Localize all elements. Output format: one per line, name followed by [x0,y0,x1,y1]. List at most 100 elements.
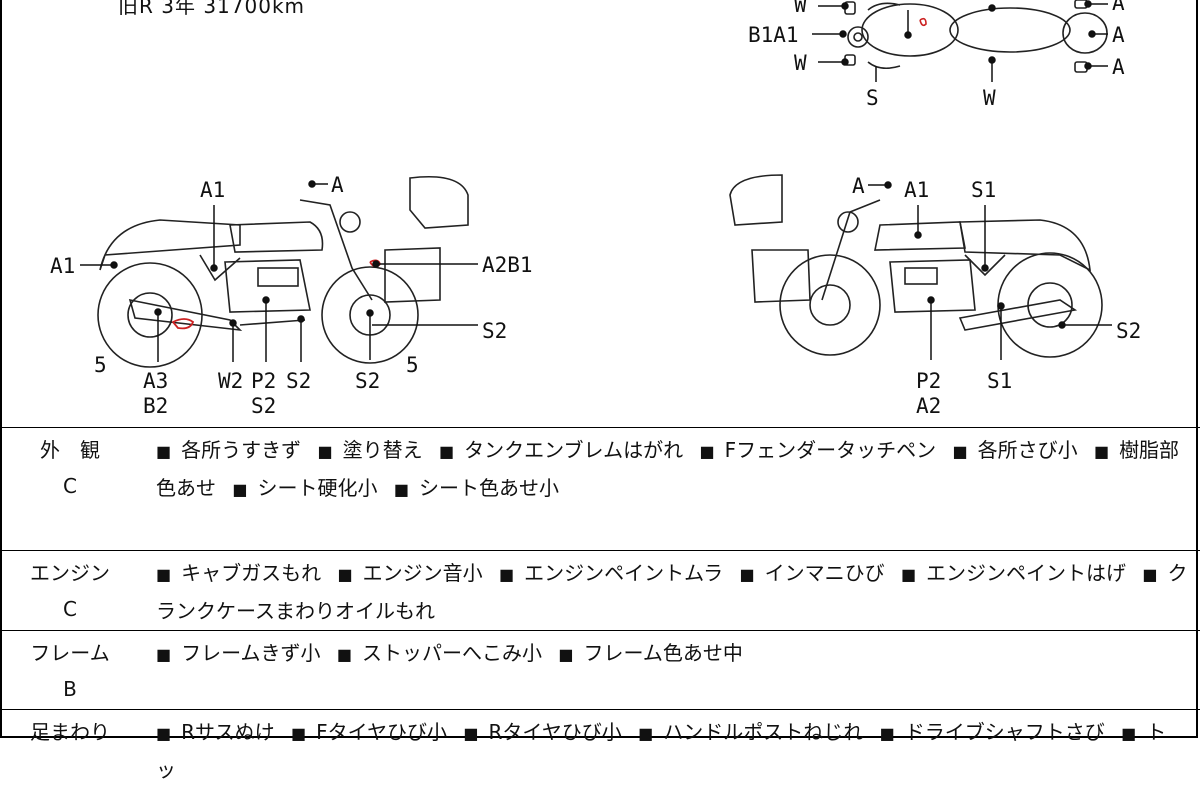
motorcycle-diagram: W B1A1 W S W A A A A1 [0,0,1200,427]
label-right-a-mirror: A [852,174,865,198]
category-label: フレーム [30,641,109,665]
bullet-icon: ■ [638,724,653,743]
condition-item: タンクエンブレムはがれ [464,438,683,462]
bullet-icon: ■ [952,442,967,461]
bullet-icon: ■ [1094,442,1109,461]
label-left-b2: B2 [143,394,168,418]
condition-item: フレームきず小 [181,641,320,665]
category-label: 足まわり [30,720,110,744]
label-right-p2: P2 [916,369,941,393]
bullet-icon: ■ [739,565,754,584]
bullet-icon: ■ [232,480,247,499]
label-right-a2: A2 [916,394,941,418]
bullet-icon: ■ [1121,724,1136,743]
bullet-icon: ■ [337,645,352,664]
bullet-icon: ■ [156,645,171,664]
category-cell: エンジン C [0,551,140,631]
category-label: エンジン [30,561,110,585]
condition-items: ■ キャブガスもれ ■ エンジン音小 ■ エンジンペイントムラ ■ インマニひび ■ エン… [140,551,1200,631]
bullet-icon: ■ [558,645,573,664]
label-right-s1-top: S1 [971,178,996,202]
condition-item: Rサスぬけ [181,720,275,744]
bullet-icon: ■ [394,480,409,499]
condition-item: シート色あせ小 [419,476,559,500]
condition-items: ■ Rサスぬけ ■ Fタイヤひび小 ■ Rタイヤひび小 ■ ハンドルポストねじれ ■ ドラ… [140,710,1200,789]
condition-row-engine: エンジン C ■ キャブガスもれ ■ エンジン音小 ■ エンジンペイントムラ ■ インマ… [0,551,1200,631]
condition-row-frame: フレーム B ■ フレームきず小 ■ ストッパーへこみ小 ■ フレーム色あせ中 [0,631,1200,710]
condition-row-suspension: 足まわり ■ Rサスぬけ ■ Fタイヤひび小 ■ Rタイヤひび小 ■ ハンドルポストねじ… [0,710,1200,789]
label-left-s2c: S2 [355,369,380,393]
category-grade: B [0,671,140,707]
condition-item: エンジンペイントはげ [926,561,1126,585]
bullet-icon: ■ [156,724,171,743]
condition-table: 外 観 C ■ 各所うすきず ■ 塗り替え ■ タンクエンブレムはがれ ■ Fフェンダー… [0,427,1200,789]
condition-item: キャブガスもれ [181,561,321,585]
condition-item: 塗り替え [343,438,423,462]
condition-item: Rタイヤひび小 [489,720,622,744]
condition-item: エンジンペイントムラ [524,561,723,585]
bullet-icon: ■ [699,442,714,461]
label-right-s2: S2 [1116,319,1141,343]
label-top-w3: W [983,86,996,110]
condition-item: 各所うすきず [181,438,301,462]
label-top-a1: A [1112,0,1125,15]
condition-item: ストッパーへこみ小 [362,641,542,665]
label-left-5b: 5 [406,353,419,377]
condition-item: インマニひび [765,561,885,585]
label-top-a3: A [1112,55,1125,79]
label-left-a3: A3 [143,369,168,393]
left-view-outline [98,177,468,367]
label-top-w1: W [794,0,807,17]
category-cell: 外 観 C [0,428,140,551]
label-left-p2: P2 [251,369,276,393]
top-view-outline [845,0,1107,72]
category-grade: C [0,468,140,504]
label-right-s1-bot: S1 [987,369,1012,393]
bullet-icon: ■ [901,565,916,584]
condition-row-exterior: 外 観 C ■ 各所うすきず ■ 塗り替え ■ タンクエンブレムはがれ ■ Fフェンダー… [0,428,1200,551]
condition-item: ドライブシャフトさび [905,720,1105,744]
label-left-s2-right: S2 [482,319,507,343]
bullet-icon: ■ [1142,565,1157,584]
top-damage-mark [920,19,926,26]
label-left-a1-rear: A1 [50,254,75,278]
bullet-icon: ■ [499,565,514,584]
left-view-labels: A1 A A1 A2B1 S2 5 5 A3 B2 W2 P2 S2 S2 S2 [50,173,533,418]
condition-item: 各所さび小 [978,438,1078,462]
right-view-labels: A A1 S1 S2 P2 A2 S1 [852,174,1141,418]
label-left-a1-tank: A1 [200,178,225,202]
label-top-b1a1: B1A1 [748,23,799,47]
bullet-icon: ■ [291,724,306,743]
label-right-a1: A1 [904,178,929,202]
condition-item: エンジン音小 [363,561,483,585]
label-left-5a: 5 [94,353,107,377]
bullet-icon: ■ [317,442,332,461]
condition-item: ハンドルポストねじれ [663,720,863,744]
condition-item: フレーム色あせ中 [584,641,743,665]
condition-item: シート硬化小 [257,476,377,500]
bullet-icon: ■ [880,724,895,743]
bullet-icon: ■ [439,442,454,461]
label-left-a-mirror: A [331,173,344,197]
bullet-icon: ■ [156,565,171,584]
right-view-outline [730,175,1102,357]
condition-item: Fフェンダータッチペン [725,438,937,462]
label-left-a2b1: A2B1 [482,253,533,277]
top-view-labels: W B1A1 W S W A A A [748,0,1125,110]
label-top-w2: W [794,51,807,75]
category-cell: フレーム B [0,631,140,710]
label-top-s: S [866,86,879,110]
label-top-a2: A [1112,23,1125,47]
category-label: 外 観 [40,438,100,462]
category-cell: 足まわり [0,710,140,789]
label-left-w2: W2 [218,369,243,393]
condition-item: Fタイヤひび小 [316,720,447,744]
label-left-s2a: S2 [286,369,311,393]
category-grade: C [0,591,140,627]
label-left-s2b: S2 [251,394,276,418]
condition-items: ■各所うすきず ■塗り替え ■タンクエンブレムはがれ ■Fフェンダータッチペン … [140,428,1200,551]
bullet-icon: ■ [156,442,171,461]
bullet-icon: ■ [337,565,352,584]
condition-items: ■ フレームきず小 ■ ストッパーへこみ小 ■ フレーム色あせ中 [140,631,1200,710]
bullet-icon: ■ [463,724,478,743]
